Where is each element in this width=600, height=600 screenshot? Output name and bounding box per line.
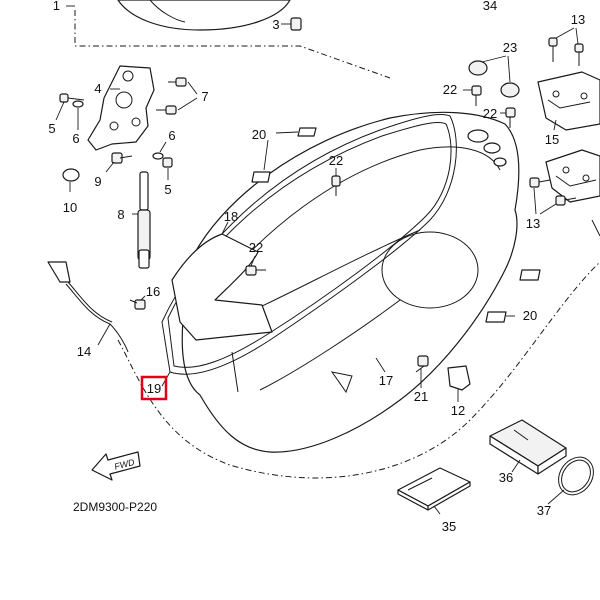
- callout-19: 19: [147, 381, 161, 396]
- callout-22-topright: 22: [483, 106, 497, 121]
- bracket-part-15: [537, 27, 600, 131]
- callout-5-left: 5: [48, 121, 55, 136]
- callout-7: 7: [201, 89, 208, 104]
- callout-12: 12: [451, 403, 465, 418]
- bracket-part-4: [55, 65, 198, 180]
- manual-part-35: [397, 467, 471, 515]
- callout-19-highlight: [140, 375, 168, 401]
- callout-4: 4: [94, 81, 101, 96]
- callout-35: 35: [442, 519, 456, 534]
- diagram-code: 2DM9300-P220: [73, 500, 157, 514]
- bolt-part-22-left: [245, 255, 266, 276]
- caps-part-23: [463, 55, 520, 128]
- screw-part-21: [415, 355, 429, 388]
- callout-23: 23: [503, 40, 517, 55]
- callout-10: 10: [63, 200, 77, 215]
- callout-21: 21: [414, 389, 428, 404]
- grommet-part-20-top: [251, 127, 317, 183]
- callout-22-center: 22: [329, 153, 343, 168]
- fwd-label: FWD: [113, 457, 136, 472]
- grommet-part-20-right: [485, 269, 541, 323]
- callout-37: 37: [537, 503, 551, 518]
- callout-6-right: 6: [168, 128, 175, 143]
- nut-part-3: [281, 17, 302, 31]
- bracket-right-mid: [529, 149, 600, 237]
- boundary-line: [117, 261, 600, 479]
- callout-6-left: 6: [72, 131, 79, 146]
- callout-15: 15: [545, 132, 559, 147]
- callout-5-right: 5: [164, 182, 171, 197]
- band-part-37: [547, 456, 594, 505]
- callout-1: 1: [53, 0, 60, 13]
- callout-8: 8: [117, 207, 124, 222]
- callout-36: 36: [499, 470, 513, 485]
- callout-20-top: 20: [252, 127, 266, 142]
- callout-13-top: 13: [571, 12, 585, 27]
- callout-16: 16: [146, 284, 160, 299]
- damper-assembly: [62, 152, 151, 269]
- callout-labels: 1 34 3 13 23 22 22 4 7 5 6 6 20 15 22 9 …: [48, 0, 585, 534]
- callout-22-left: 22: [249, 240, 263, 255]
- callout-3: 3: [272, 17, 279, 32]
- callout-34: 34: [483, 0, 497, 13]
- clip-part-12: [447, 365, 471, 402]
- callout-22-topleft: 22: [443, 82, 457, 97]
- toolbag-part-36: [489, 419, 567, 475]
- seat-assembly-outline: [66, 0, 391, 79]
- callout-13-mid: 13: [526, 216, 540, 231]
- cable-part-14: [47, 261, 146, 353]
- callout-20-right: 20: [523, 308, 537, 323]
- callout-17: 17: [379, 373, 393, 388]
- callout-18: 18: [224, 209, 238, 224]
- bolt-part-22-center: [331, 168, 341, 196]
- callout-9: 9: [94, 174, 101, 189]
- fwd-arrow: FWD: [91, 451, 141, 481]
- callout-14: 14: [77, 344, 91, 359]
